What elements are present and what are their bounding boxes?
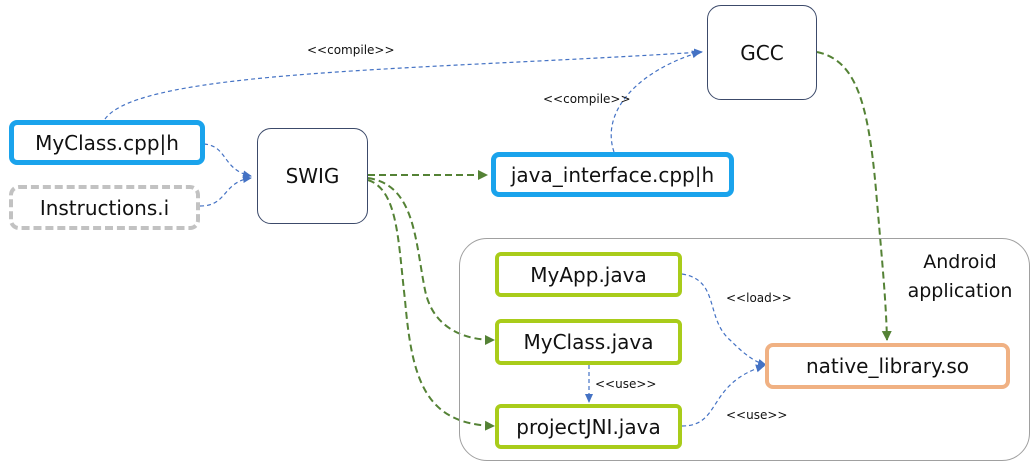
edge-swig-to-projectjni-java bbox=[367, 179, 495, 431]
edge-label-load: <<load>> bbox=[726, 291, 792, 305]
node-swig-label: SWIG bbox=[285, 164, 340, 188]
android-label-line2: application bbox=[907, 280, 1013, 302]
edge-label-compile-mid: <<compile>> bbox=[543, 92, 631, 106]
edge-projectjni-to-native-library bbox=[681, 364, 765, 427]
edge-gcc-to-native-library bbox=[816, 51, 892, 341]
android-application-label: Android application bbox=[905, 248, 1015, 306]
node-swig[interactable]: SWIG bbox=[257, 128, 368, 224]
node-myclass-java-label: MyClass.java bbox=[523, 330, 654, 354]
edge-myapp-to-native-library bbox=[681, 273, 767, 367]
edge-label-use-right: <<use>> bbox=[726, 408, 788, 422]
node-gcc-label: GCC bbox=[740, 40, 784, 65]
edge-java-interface-to-gcc bbox=[610, 50, 701, 153]
edge-myclass-cpp-to-gcc bbox=[104, 48, 703, 120]
node-java-interface[interactable]: java_interface.cpp|h bbox=[491, 152, 734, 197]
node-myapp-java-label: MyApp.java bbox=[530, 262, 647, 287]
node-myapp-java[interactable]: MyApp.java bbox=[495, 252, 682, 297]
node-projectjni-java-label: projectJNI.java bbox=[516, 414, 661, 439]
node-myclass-cpp-label: MyClass.cpp|h bbox=[35, 130, 179, 155]
node-myclass-cpp[interactable]: MyClass.cpp|h bbox=[9, 120, 205, 165]
node-java-interface-label: java_interface.cpp|h bbox=[510, 162, 715, 187]
edge-instructions-to-swig bbox=[199, 175, 252, 207]
android-application-region bbox=[459, 238, 1030, 461]
edge-label-compile-top: <<compile>> bbox=[307, 43, 395, 57]
edge-myclass-cpp-to-swig bbox=[203, 143, 252, 179]
android-label-line1: Android bbox=[923, 251, 997, 273]
node-native-library-label: native_library.so bbox=[806, 354, 969, 378]
node-myclass-java[interactable]: MyClass.java bbox=[495, 319, 682, 365]
node-native-library[interactable]: native_library.so bbox=[765, 343, 1010, 389]
node-instructions-label: Instructions.i bbox=[39, 195, 170, 220]
edge-label-use-mid: <<use>> bbox=[595, 377, 657, 391]
node-projectjni-java[interactable]: projectJNI.java bbox=[495, 404, 682, 449]
node-gcc[interactable]: GCC bbox=[707, 5, 817, 100]
edge-swig-to-myclass-java bbox=[367, 177, 495, 345]
node-instructions[interactable]: Instructions.i bbox=[9, 185, 200, 230]
